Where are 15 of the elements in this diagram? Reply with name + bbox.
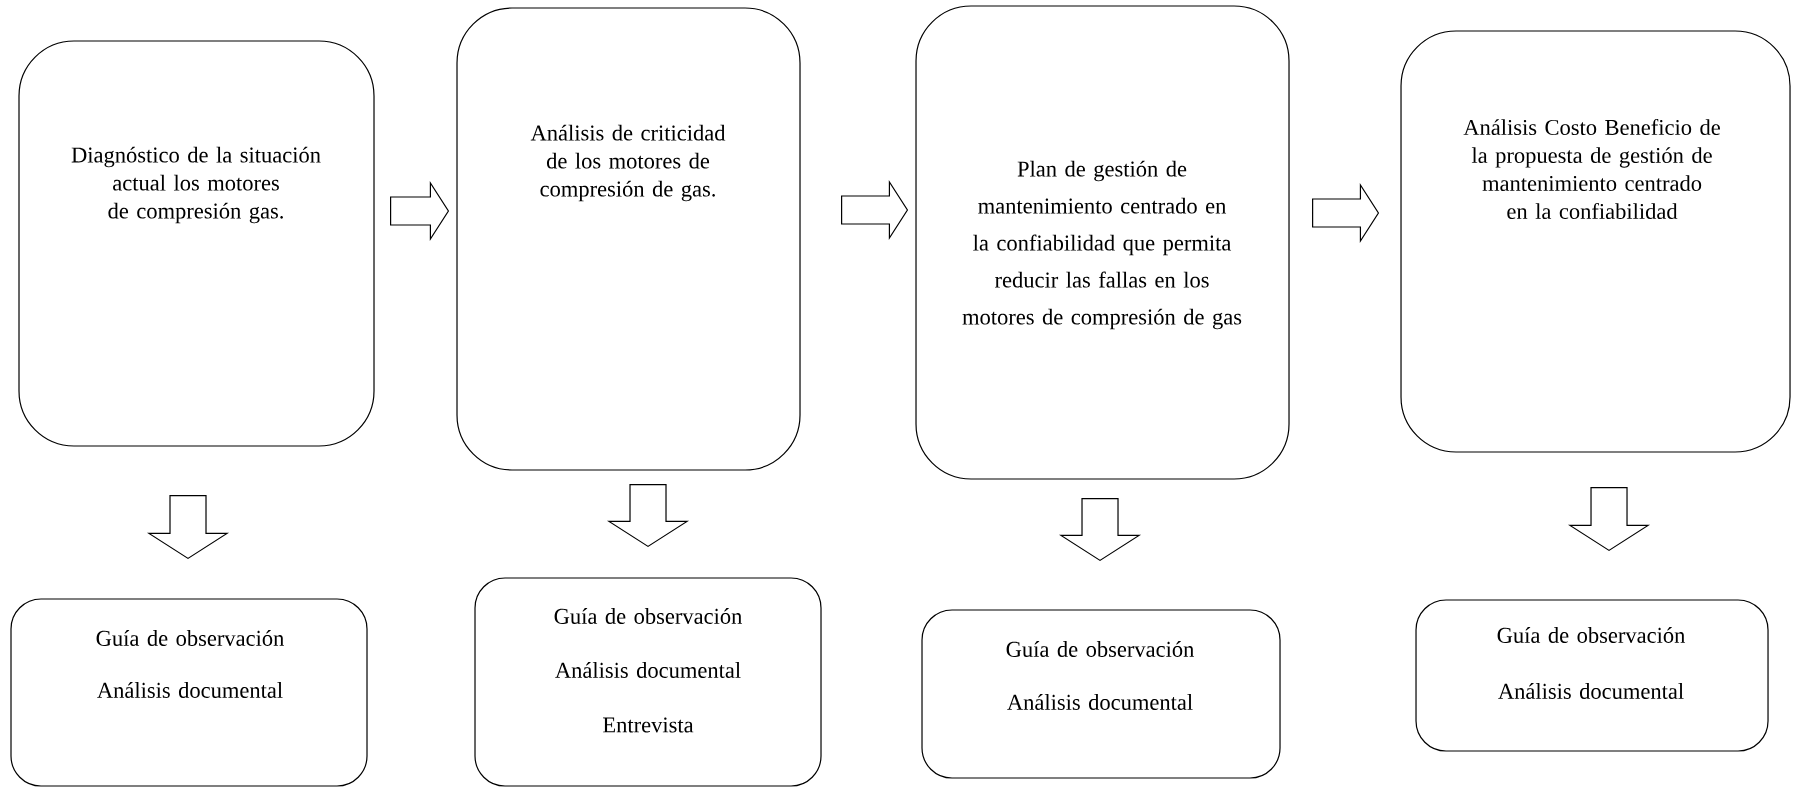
process-box: Guía de observación Análisis documental <box>1415 599 1769 752</box>
process-box: Guía de observación Análisis documental Entrevista <box>474 577 822 787</box>
block-arrow <box>841 179 909 241</box>
block-arrow <box>1058 498 1142 562</box>
process-box: Plan de gestión de mantenimiento centrado en la confiabilidad que permita reducir las fallas en los motores de compresión de gas <box>915 5 1290 480</box>
process-box: Diagnóstico de la situación actual los motores de compresión gas. <box>18 40 375 447</box>
process-box: Guía de observación Análisis documental <box>921 609 1281 779</box>
process-box: Análisis Costo Beneficio de la propuesta de gestión de mantenimiento centrado en la confiabilidad <box>1400 30 1791 453</box>
block-arrow <box>1312 182 1380 244</box>
block-arrow <box>1567 487 1651 552</box>
process-box: Guía de observación Análisis documental <box>10 598 368 787</box>
block-arrow <box>606 484 690 548</box>
block-arrow <box>390 180 450 242</box>
block-arrow <box>146 495 230 560</box>
process-box: Análisis de criticidad de los motores de compresión de gas. <box>456 7 801 471</box>
